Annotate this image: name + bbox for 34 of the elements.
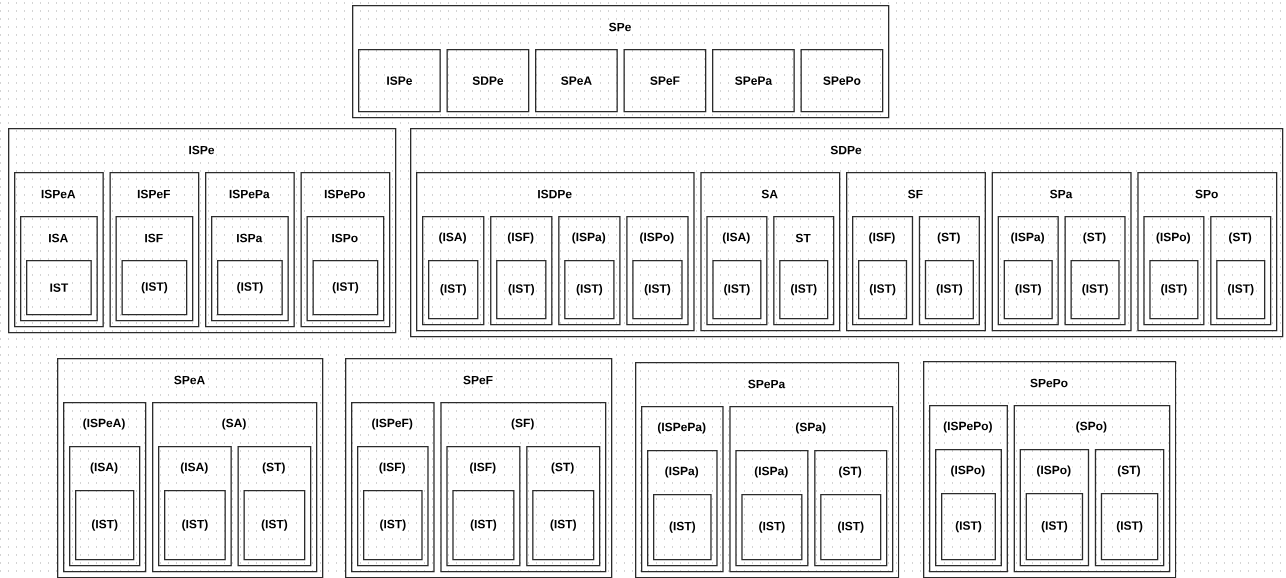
item-box: (IST) <box>564 260 615 320</box>
item-box: (IST) <box>712 260 762 320</box>
item-box: (IST) <box>941 493 996 561</box>
item-box: (IST) <box>1070 260 1120 320</box>
item-box: (IST) <box>243 490 306 561</box>
item-box: (IST) <box>121 260 188 316</box>
item-box: (IST) <box>1100 493 1159 561</box>
item-box: SPePa <box>712 49 795 113</box>
item-box: (IST) <box>363 490 423 561</box>
item-box: (IST) <box>75 490 135 561</box>
item-box: (IST) <box>779 260 829 320</box>
item-box: (IST) <box>1003 260 1053 320</box>
item-box: (IST) <box>312 260 379 316</box>
item-box: ISPe <box>358 49 441 113</box>
item-box: SDPe <box>446 49 530 113</box>
item-box: IST <box>26 260 92 316</box>
item-box: (IST) <box>428 260 479 320</box>
item-box: (IST) <box>820 494 882 561</box>
item-box: (IST) <box>632 260 683 320</box>
item-box: (IST) <box>1149 260 1199 320</box>
item-box: (IST) <box>532 490 595 561</box>
item-box: (IST) <box>924 260 974 320</box>
item-box: (IST) <box>741 494 803 561</box>
item-box: (IST) <box>496 260 547 320</box>
item-box: (IST) <box>858 260 908 320</box>
item-box: (IST) <box>1025 493 1084 561</box>
item-box: SPeF <box>623 49 707 113</box>
item-box: (IST) <box>653 494 712 561</box>
item-box: SPeA <box>535 49 618 113</box>
item-box: (IST) <box>164 490 226 561</box>
item-box: (IST) <box>452 490 515 561</box>
item-box: (IST) <box>1216 260 1266 320</box>
item-box: (IST) <box>217 260 283 316</box>
item-box: SPePo <box>800 49 884 113</box>
